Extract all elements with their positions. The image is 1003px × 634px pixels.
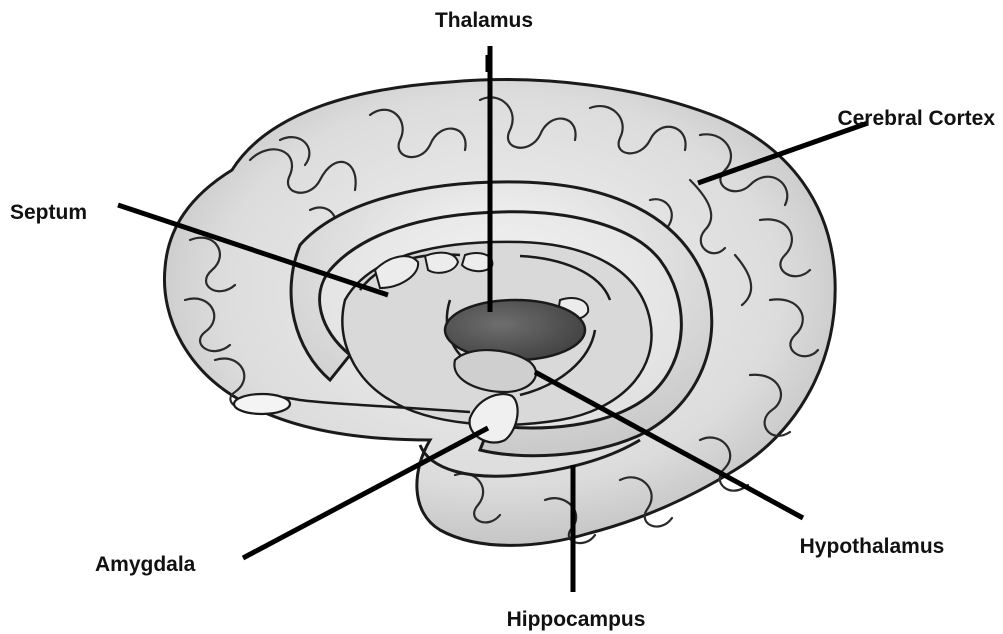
label-thalamus: Thalamus [435, 9, 533, 32]
olfactory-bulb [234, 394, 290, 414]
label-septum: Septum [10, 201, 87, 224]
label-cerebral-cortex: Cerebral Cortex [837, 107, 995, 130]
label-hypothalamus: Hypothalamus [800, 535, 945, 558]
label-amygdala: Amygdala [95, 553, 196, 576]
label-hippocampus: Hippocampus [507, 608, 646, 631]
brain-illustration [164, 80, 835, 546]
thalamus-structure [445, 300, 585, 360]
